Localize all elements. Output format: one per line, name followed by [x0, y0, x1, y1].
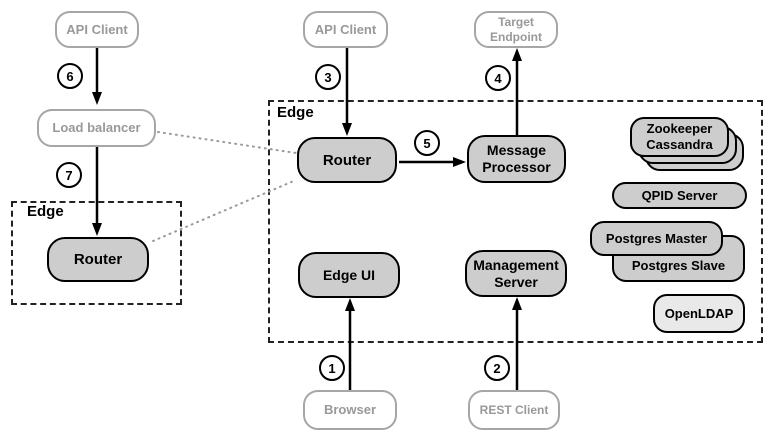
node-message-processor: Message Processor: [467, 135, 566, 183]
edge-group-left-label: Edge: [27, 203, 64, 220]
step-badge-2: 2: [484, 355, 510, 381]
node-qpid-server: QPID Server: [612, 182, 747, 209]
node-api-client-top: API Client: [303, 11, 388, 48]
node-browser: Browser: [303, 390, 397, 430]
step-badge-7: 7: [56, 162, 82, 188]
node-api-client-left: API Client: [55, 11, 139, 48]
step-badge-6: 6: [57, 63, 83, 89]
node-management-server: Management Server: [465, 250, 567, 297]
node-router-main: Router: [297, 137, 397, 183]
node-edge-ui: Edge UI: [298, 252, 400, 298]
node-target-endpoint: Target Endpoint: [474, 11, 558, 48]
edge-group-main-label: Edge: [277, 104, 314, 121]
node-openldap: OpenLDAP: [653, 294, 745, 333]
step-badge-4: 4: [485, 65, 511, 91]
step-badge-3: 3: [315, 64, 341, 90]
step-badge-1: 1: [319, 355, 345, 381]
node-postgres-master: Postgres Master: [590, 221, 723, 256]
node-zookeeper-cassandra: Zookeeper Cassandra: [630, 117, 729, 157]
node-router-left: Router: [47, 237, 149, 282]
node-rest-client: REST Client: [468, 390, 560, 430]
step-badge-5: 5: [414, 130, 440, 156]
arrow-api-client-to-load-balancer: [92, 48, 102, 105]
node-load-balancer: Load balancer: [37, 109, 156, 147]
